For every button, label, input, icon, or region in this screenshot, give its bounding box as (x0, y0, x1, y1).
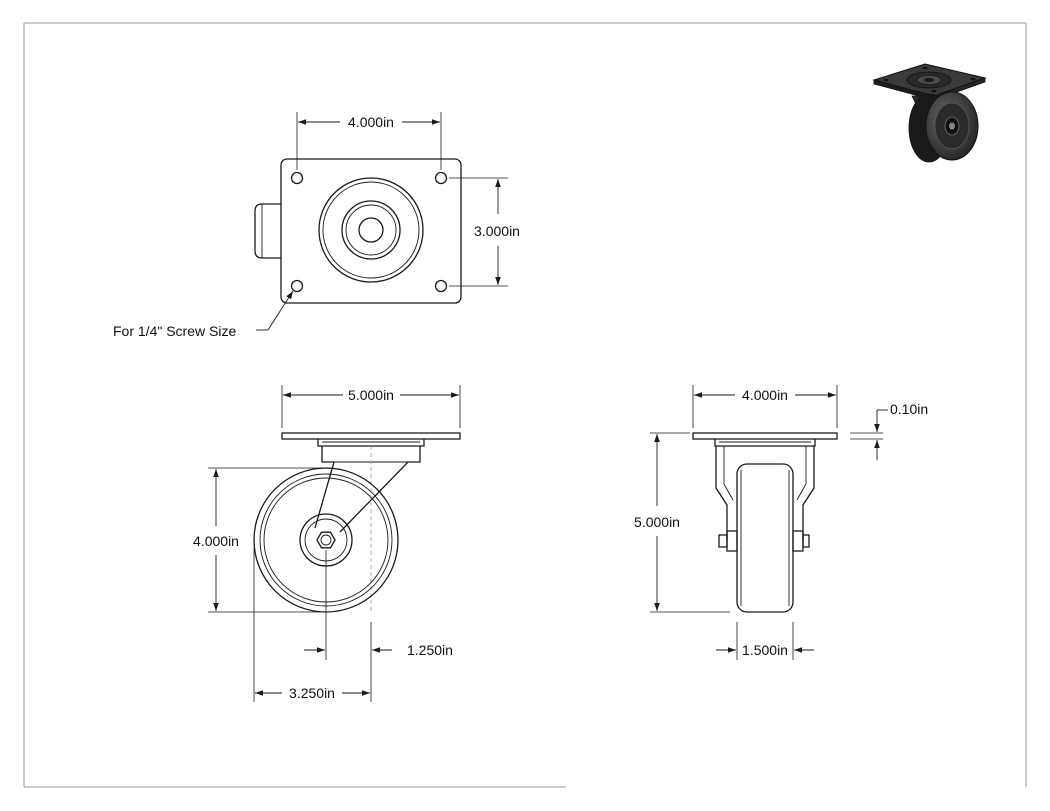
dim-label-front-plate-width: 4.000in (742, 387, 788, 403)
dim-side-offset: 1.250in (304, 550, 453, 660)
dim-label-top-height: 3.000in (474, 223, 520, 239)
dim-front-wheel-width: 1.500in (716, 622, 814, 660)
dim-label-front-plate-thickness: 0.10in (890, 401, 928, 417)
side-view (253, 432, 461, 613)
dim-label-front-height: 5.000in (634, 514, 680, 530)
screw-note-leader: For 1/4" Screw Size (113, 290, 294, 339)
dim-side-plate-width: 5.000in (281, 385, 461, 428)
dim-label-top-width: 4.000in (348, 114, 394, 130)
top-view (254, 158, 462, 304)
dim-label-side-overall: 3.250in (289, 685, 335, 701)
dim-side-overall: 3.250in (253, 548, 372, 702)
dim-label-front-wheel-width: 1.500in (742, 642, 788, 658)
dim-top-height: 3.000in (449, 177, 520, 287)
screw-size-note: For 1/4" Screw Size (113, 323, 236, 339)
dim-label-side-wheel-dia: 4.000in (193, 533, 239, 549)
mounting-hole (434, 171, 448, 185)
isometric-caster-view (872, 63, 987, 163)
dim-front-height: 5.000in (634, 432, 730, 613)
drawing-frame (23, 22, 1027, 788)
dim-side-wheel-dia: 4.000in (193, 467, 322, 613)
dim-front-plate-thickness: 0.10in (850, 401, 928, 460)
dim-top-width: 4.000in (296, 112, 442, 170)
dim-label-side-plate-width: 5.000in (348, 387, 394, 403)
dim-front-plate-width: 4.000in (692, 385, 838, 428)
mounting-hole (290, 279, 304, 293)
front-view (692, 432, 838, 613)
mounting-hole (290, 171, 304, 185)
dim-label-side-offset: 1.250in (407, 642, 453, 658)
mounting-hole (434, 279, 448, 293)
